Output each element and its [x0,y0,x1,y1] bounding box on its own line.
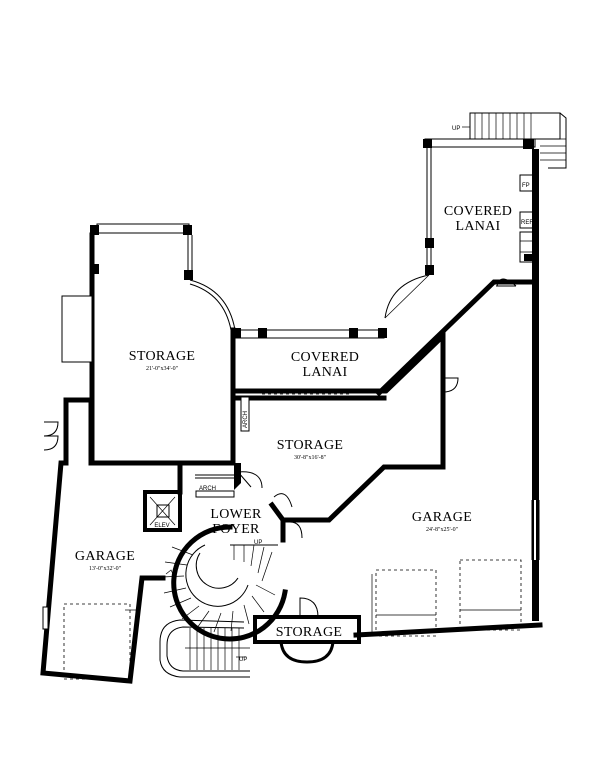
arch-label-mid: ARCH [243,411,249,428]
garage-left-outline [40,397,236,684]
covered-lanai-right-outline: FP REF [384,138,540,621]
arch-label-foyer: ARCH [199,486,216,492]
storage-small-outline [253,597,361,664]
storage-main-name: STORAGE [129,349,195,364]
garage-left-dim: 13'-0"x32'-0" [89,566,122,572]
garage-right-name: GARAGE [412,510,472,525]
storage-main-outline [61,223,236,466]
storage-mid-name: STORAGE [277,438,343,453]
covered-lanai-right-line2: LANAI [455,219,500,234]
garage-left-name: GARAGE [75,549,135,564]
up-label-bottom: UP [239,657,247,663]
fp-label: FP [522,183,530,189]
covered-lanai-right-line1: COVERED [444,204,512,219]
exterior-stair-bottom: UP [159,619,250,678]
up-label-top: UP [452,126,460,132]
covered-lanai-center-outline [232,328,387,401]
covered-lanai-center-line2: LANAI [302,365,347,380]
storage-mid-dim: 30'-8"x16'-8" [294,455,327,461]
covered-lanai-center-line1: COVERED [291,350,359,365]
storage-main-dim: 21'-0"x34'-0" [146,366,179,372]
lower-foyer-line1: LOWER [210,507,262,522]
elevator-label: ELEV [154,523,169,529]
garage-right-dim: 24'-8"x25'-0" [426,527,459,533]
garage-right-outline: ARCH [240,279,543,638]
up-label-stair: UP [254,540,262,546]
storage-small-name: STORAGE [276,625,342,640]
spiral-stair: UP [161,524,288,642]
lower-foyer-line2: FOYER [212,522,260,537]
lower-foyer-outline: ARCH [143,463,303,543]
ref-label: REF [521,220,533,226]
